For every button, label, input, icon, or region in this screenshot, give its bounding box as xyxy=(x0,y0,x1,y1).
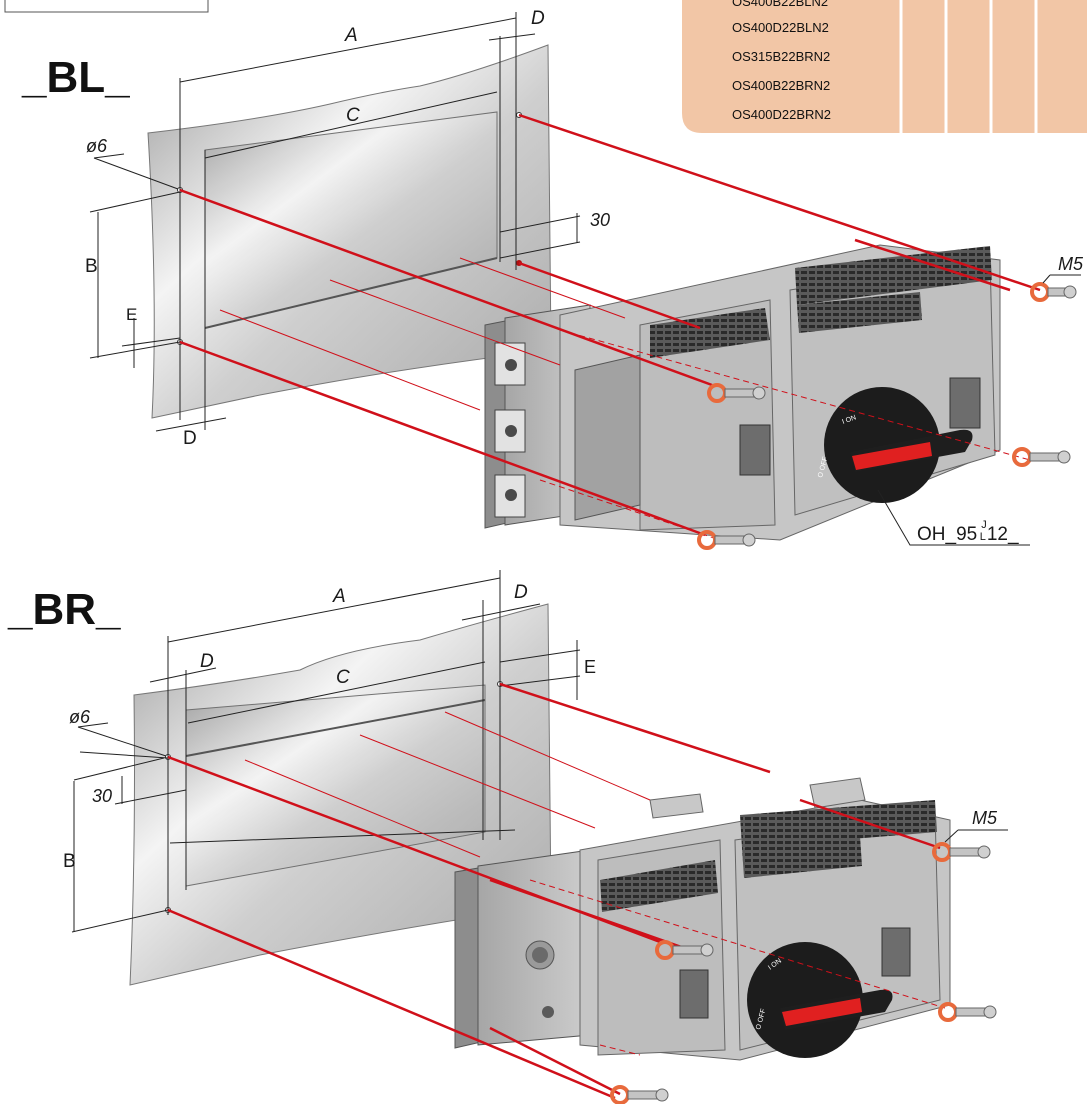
screw-size-label: M5 xyxy=(972,808,998,828)
table-row: OS400D22BLN2 xyxy=(732,20,829,35)
legend-box xyxy=(4,0,209,13)
dim-b-label: B xyxy=(63,851,76,872)
figure-bl: _BL_ A xyxy=(21,8,1084,550)
screw-group xyxy=(610,842,997,1104)
figure-title-bl: _BL_ xyxy=(21,53,130,102)
table-row: OS400D22BRN2 xyxy=(732,107,831,122)
table-row: OS400B22BRN2 xyxy=(732,78,830,93)
dim-c-label: C xyxy=(336,667,350,688)
table-row: OS315B22BRN2 xyxy=(732,49,830,64)
hole-diameter-label: ø6 xyxy=(69,707,91,727)
dim-b-label: B xyxy=(85,256,98,277)
hole-diameter-label: ø6 xyxy=(86,136,108,156)
screw-group xyxy=(697,282,1077,550)
dim-d-bottom-label: D xyxy=(183,428,197,449)
table-row: OS400B22BLN2 xyxy=(732,0,828,9)
order-code-table: OS400B22BLN2 OS400D22BLN2 OS315B22BRN2 O… xyxy=(682,0,1087,133)
rotary-handle xyxy=(747,942,863,1058)
dim-d-left-label: D xyxy=(200,651,214,672)
table-background xyxy=(682,0,1087,133)
rotary-handle xyxy=(824,387,940,503)
dim-c-label: C xyxy=(346,105,360,126)
dim-d-label: D xyxy=(514,582,528,603)
dim-e-label: E xyxy=(584,657,596,677)
dim-30-label: 30 xyxy=(92,786,112,806)
dim-d-label: D xyxy=(531,8,545,29)
dim-e-label: E xyxy=(126,305,137,324)
figure-title-br: _BR_ xyxy=(7,585,121,634)
handle-grip xyxy=(782,998,862,1026)
handle-on-mark: I ON xyxy=(841,414,857,425)
switch-assembly: I ON O OFF xyxy=(454,777,951,1061)
dim-30-label: 30 xyxy=(590,210,610,230)
handle-grip xyxy=(852,442,932,470)
dim-a-label: A xyxy=(332,586,346,607)
dim-a-label: A xyxy=(344,25,358,46)
screw-size-label: M5 xyxy=(1058,254,1084,274)
figure-br: _BR_ A D xyxy=(7,570,1008,1104)
